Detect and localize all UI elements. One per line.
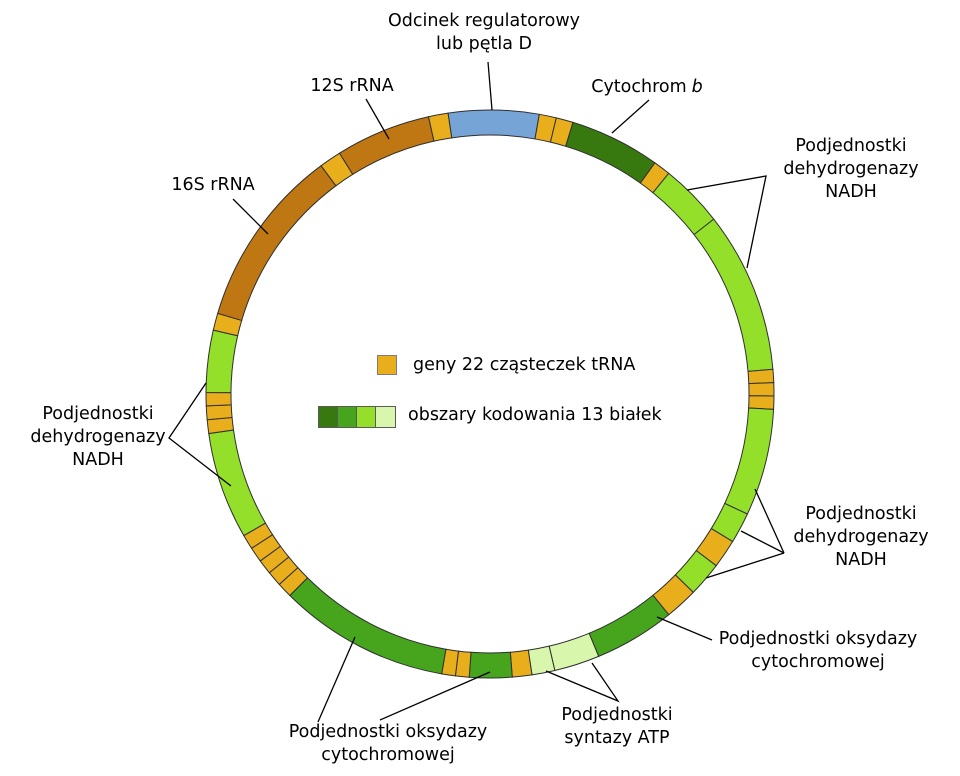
segment-nadh bbox=[205, 329, 239, 394]
segment-d-loop bbox=[447, 109, 540, 140]
protein-legend-swatch-2 bbox=[337, 406, 358, 428]
leader-line-13 bbox=[379, 671, 491, 721]
label-dloop: Odcinek regulatorowy lub pętla D bbox=[388, 10, 580, 56]
label-16s-rrna: 16S rRNA bbox=[171, 175, 255, 195]
label-dloop-line1: Odcinek regulatorowy bbox=[387, 11, 581, 31]
protein-legend-label: obszary kodowania 13 białek bbox=[408, 405, 662, 425]
segment-nadh bbox=[724, 407, 775, 515]
protein-legend-swatch-4 bbox=[375, 406, 396, 428]
segment-trna bbox=[748, 395, 775, 410]
leader-line-8 bbox=[740, 530, 785, 554]
leader-line-1 bbox=[487, 61, 493, 111]
segment-nadh bbox=[652, 172, 715, 236]
protein-legend-swatch-1 bbox=[318, 406, 339, 428]
leader-line-9 bbox=[705, 552, 785, 579]
segment-cytochrome-b bbox=[565, 121, 656, 184]
label-atp-synthase: Podjednostki syntazy ATP bbox=[561, 705, 673, 748]
segment-atp-synthase bbox=[548, 632, 600, 672]
protein-legend-swatch-3 bbox=[356, 406, 377, 428]
segment-nadh bbox=[208, 429, 267, 537]
leader-line-6 bbox=[168, 382, 232, 487]
segment-rrna-12s bbox=[338, 116, 435, 176]
label-cytochrome-b-gene: b bbox=[691, 77, 703, 97]
leader-line-7 bbox=[754, 488, 785, 554]
segment-trna bbox=[205, 392, 232, 407]
segment-cytochrome-oxidase bbox=[468, 651, 513, 679]
segment-trna bbox=[205, 404, 233, 421]
label-12s-rrna: 12S rRNA bbox=[310, 76, 394, 96]
genome-ring-segments bbox=[205, 109, 775, 679]
label-nadh-left: Podjednostki dehydrogenazy NADH bbox=[30, 404, 166, 470]
leader-line-4 bbox=[686, 175, 767, 269]
segment-cytochrome-oxidase bbox=[289, 577, 447, 675]
leader-line-5 bbox=[232, 198, 269, 235]
leader-line-10 bbox=[656, 616, 713, 641]
trna-legend-swatch bbox=[377, 355, 397, 375]
label-dloop-line2: lub pętla D bbox=[435, 34, 532, 54]
label-cytochrome-oxidase-right: Podjednostki oksydazy cytochromowej bbox=[718, 629, 918, 672]
label-cytochrome-b-word: Cytochrom bbox=[591, 77, 687, 97]
label-cytochrome-oxidase-bottom: Podjednostki oksydazy cytochromowej bbox=[288, 722, 488, 765]
leader-line-3 bbox=[611, 99, 650, 134]
label-nadh-top-right: Podjednostki dehydrogenazy NADH bbox=[783, 136, 919, 202]
label-nadh-right: Podjednostki dehydrogenazy NADH bbox=[793, 504, 929, 570]
segment-cytochrome-oxidase bbox=[588, 594, 670, 658]
leader-line-2 bbox=[365, 98, 390, 140]
leader-lines bbox=[168, 61, 785, 723]
segment-trna bbox=[509, 649, 533, 678]
segment-nadh bbox=[693, 218, 774, 372]
trna-legend-label: geny 22 cząsteczek tRNA bbox=[413, 355, 636, 375]
leader-line-12 bbox=[317, 636, 356, 723]
leader-line-11 bbox=[545, 662, 620, 703]
segment-trna bbox=[748, 382, 775, 397]
segment-trna bbox=[427, 112, 453, 142]
segment-trna bbox=[747, 368, 775, 385]
